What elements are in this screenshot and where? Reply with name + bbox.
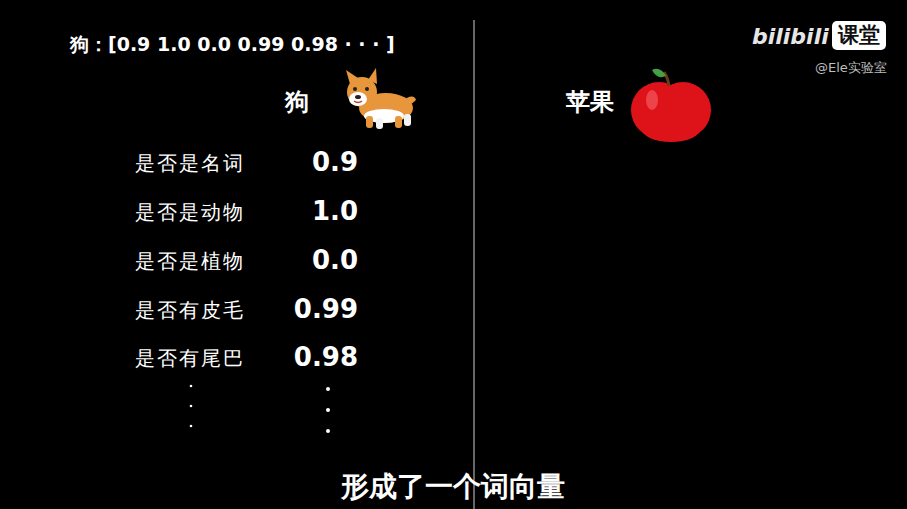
feature-name: 是否有尾巴 [135,347,245,370]
corgi-picture [346,68,416,129]
feature-value: 0.9 [312,148,358,178]
ellipsis-dots [190,385,330,433]
divider-line [473,20,475,509]
feature-value: 0.98 [294,343,358,373]
feature-value: 0.99 [294,295,358,325]
watermark-author: @Ele实验室 [815,61,887,76]
word-label: 狗 [285,89,309,117]
feature-name: 是否是名词 [135,152,245,175]
subtitle-caption: 形成了一个词向量 [341,471,565,503]
word-label: 苹果 [566,89,614,117]
feature-value: 0.0 [312,246,358,276]
apple-picture [631,69,711,142]
feature-name: 是否有皮毛 [135,299,245,322]
feature-value: 1.0 [312,197,358,227]
logo-badge: 课堂 [832,21,886,50]
watermark-logo: bilibili [752,24,829,49]
feature-name: 是否是植物 [135,250,245,273]
logo-text: 课堂 [838,23,880,48]
vector-text: 狗：[0.9 1.0 0.0 0.99 0.98 · · · ] [70,34,395,56]
feature-name: 是否是动物 [135,201,245,224]
